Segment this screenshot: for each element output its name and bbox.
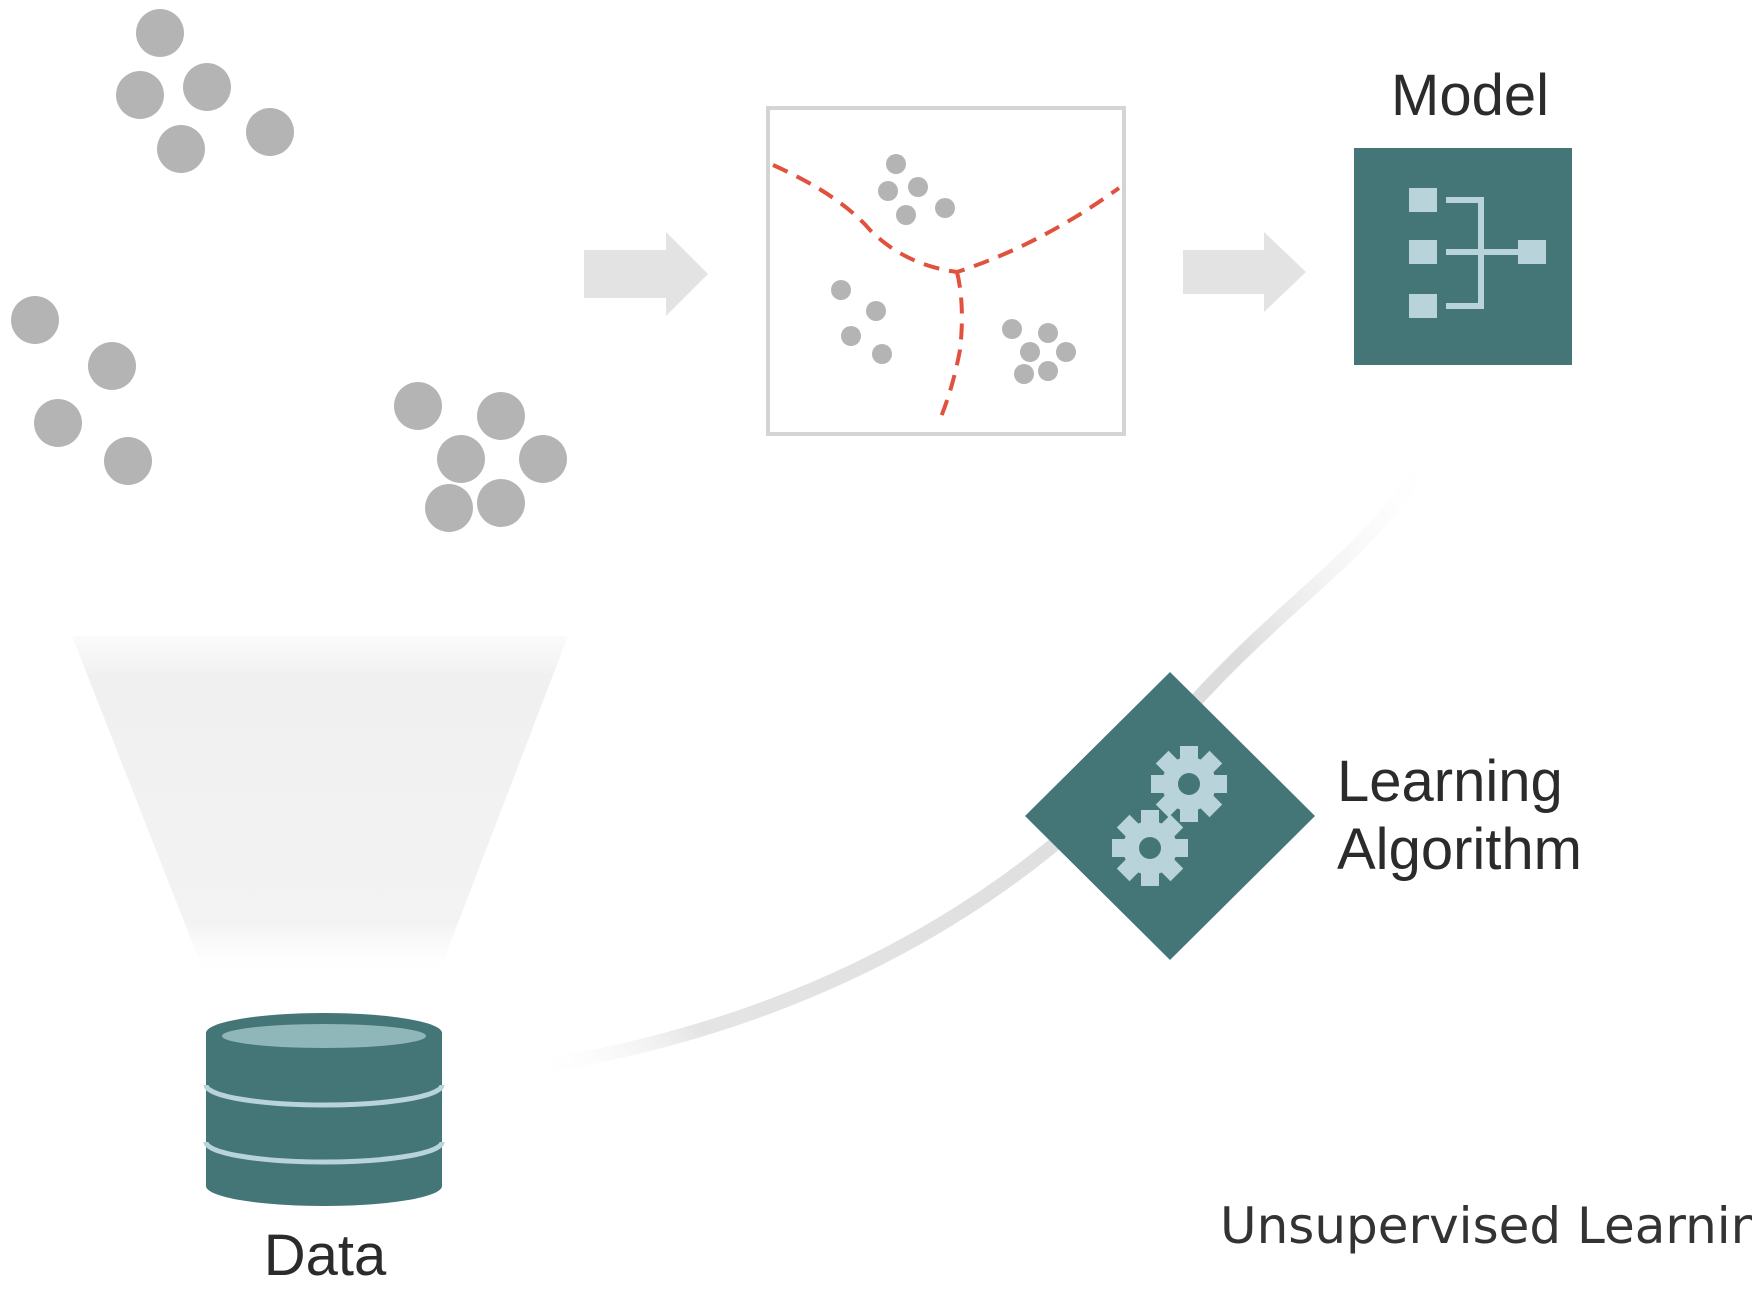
diagram-caption: Unsupervised Learning: [1220, 1197, 1752, 1255]
arrow-right-icon: [584, 232, 708, 316]
learning-algorithm-label-line1: Learning: [1337, 749, 1563, 814]
data-cluster-top: [116, 9, 294, 173]
data-cluster-right: [394, 382, 567, 532]
cluster-partition-icon: [766, 106, 1126, 436]
scattered-data-points: [11, 9, 567, 532]
gears-icon: [1025, 672, 1315, 960]
funnel-icon: [72, 636, 568, 975]
learning-algorithm-label-line2: Algorithm: [1337, 817, 1582, 882]
learning-curve-path: [523, 445, 1435, 1075]
database-icon: [203, 1013, 445, 1206]
data-label: Data: [263, 1223, 387, 1288]
model-icon: [1354, 148, 1572, 365]
model-label: Model: [1391, 63, 1549, 128]
data-cluster-left: [11, 296, 152, 485]
arrow-right-icon: [1183, 232, 1306, 312]
learning-algorithm-label: Learning Algorithm: [1337, 748, 1582, 884]
